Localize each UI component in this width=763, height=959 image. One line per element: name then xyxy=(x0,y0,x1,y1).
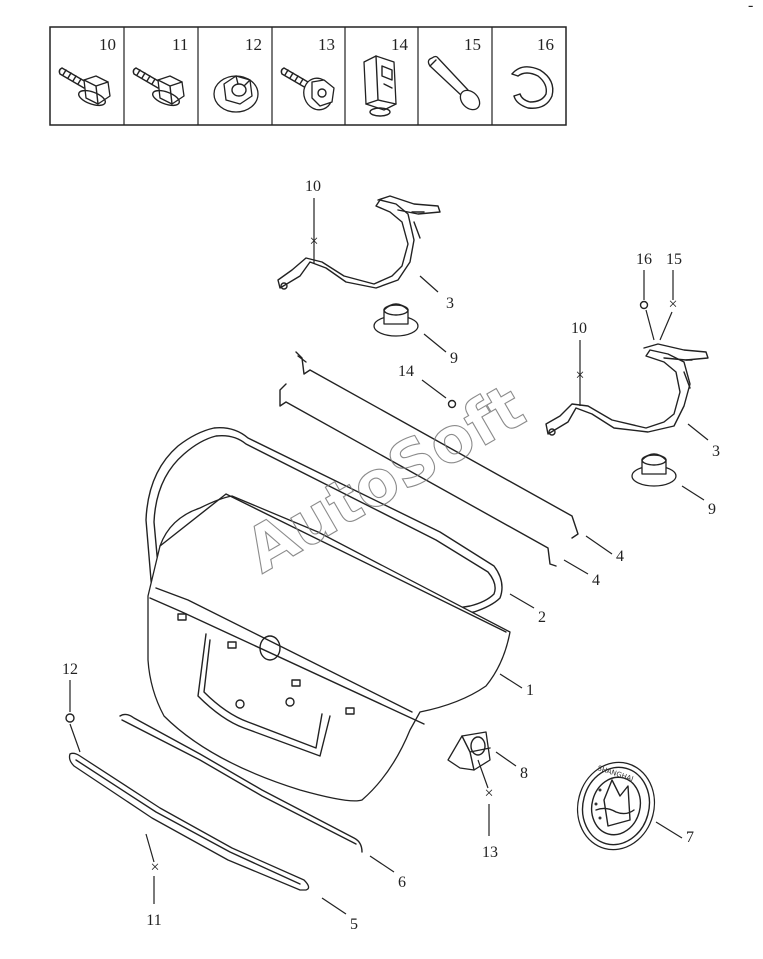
svg-text:×: × xyxy=(668,296,677,313)
callout-4-lower-bar: 4 xyxy=(592,572,600,589)
watermark: AutoSoft xyxy=(233,370,536,587)
pin-icon xyxy=(427,55,481,111)
corner-mark: ‑ xyxy=(748,0,753,14)
callout-13-screw: 13 xyxy=(482,844,498,861)
trunk-lid: 1 xyxy=(147,493,534,802)
screw-11: × 11 xyxy=(145,833,162,929)
flange-nut-icon xyxy=(213,75,259,113)
weatherstrip-seal: 2 xyxy=(145,427,546,626)
callout-10-right-hinge-bolt: 10 xyxy=(571,320,587,337)
flange-bolt-icon xyxy=(58,67,111,107)
emblem: SHANGHAI 7 xyxy=(576,761,694,851)
bumper-left: 9 xyxy=(373,303,458,367)
hinge-right: × 10 16 × 15 3 xyxy=(545,251,720,460)
callout-9-left-bumper: 9 xyxy=(450,350,458,367)
circlip-icon xyxy=(511,66,554,109)
callout-7-emblem: 7 xyxy=(686,829,694,846)
callout-15-pin: 15 xyxy=(666,251,682,268)
table-number-12: 12 xyxy=(245,35,262,54)
table-number-14: 14 xyxy=(391,35,409,54)
clip-icon xyxy=(363,55,397,117)
callout-1-trunk-lid: 1 xyxy=(526,682,534,699)
svg-text:×: × xyxy=(484,785,493,802)
callout-3-left-hinge: 3 xyxy=(446,295,454,312)
svg-text:×: × xyxy=(575,367,584,384)
callout-8-lock-bracket: 8 xyxy=(520,765,528,782)
clip-14: 14 xyxy=(398,363,457,409)
flange-bolt-icon xyxy=(132,67,185,107)
torsion-bars: 4 4 xyxy=(279,351,624,589)
callout-9-right-bumper: 9 xyxy=(708,501,716,518)
table-number-10: 10 xyxy=(99,35,116,54)
callout-10-left-hinge-bolt: 10 xyxy=(305,178,321,195)
bumper-right: 9 xyxy=(631,453,716,518)
table-number-15: 15 xyxy=(464,35,481,54)
nut-12: 12 xyxy=(62,661,81,753)
table-number-13: 13 xyxy=(318,35,335,54)
svg-text:×: × xyxy=(150,859,159,876)
callout-4-upper-bar: 4 xyxy=(616,548,624,565)
lower-molding: 6 xyxy=(119,713,406,891)
hinge-left: × 10 3 xyxy=(277,178,454,312)
svg-text:×: × xyxy=(309,233,318,250)
table-number-16: 16 xyxy=(537,35,554,54)
callout-6-lower-molding: 6 xyxy=(398,874,406,891)
molding-5: 5 xyxy=(68,752,358,933)
screw-13: × 13 xyxy=(477,759,498,861)
callout-16-circlip: 16 xyxy=(636,251,652,268)
callout-5-molding: 5 xyxy=(350,916,358,933)
callout-14-clip: 14 xyxy=(398,363,414,380)
table-number-11: 11 xyxy=(172,35,188,54)
callout-2-seal: 2 xyxy=(538,609,546,626)
parts-table: 10 11 12 13 14 15 16 xyxy=(49,26,567,126)
lock-bracket: 8 xyxy=(447,731,528,782)
bolt-with-washer-icon xyxy=(280,67,335,111)
callout-11-screw: 11 xyxy=(146,912,161,929)
callout-3-right-hinge: 3 xyxy=(712,443,720,460)
callout-12-nut: 12 xyxy=(62,661,78,678)
